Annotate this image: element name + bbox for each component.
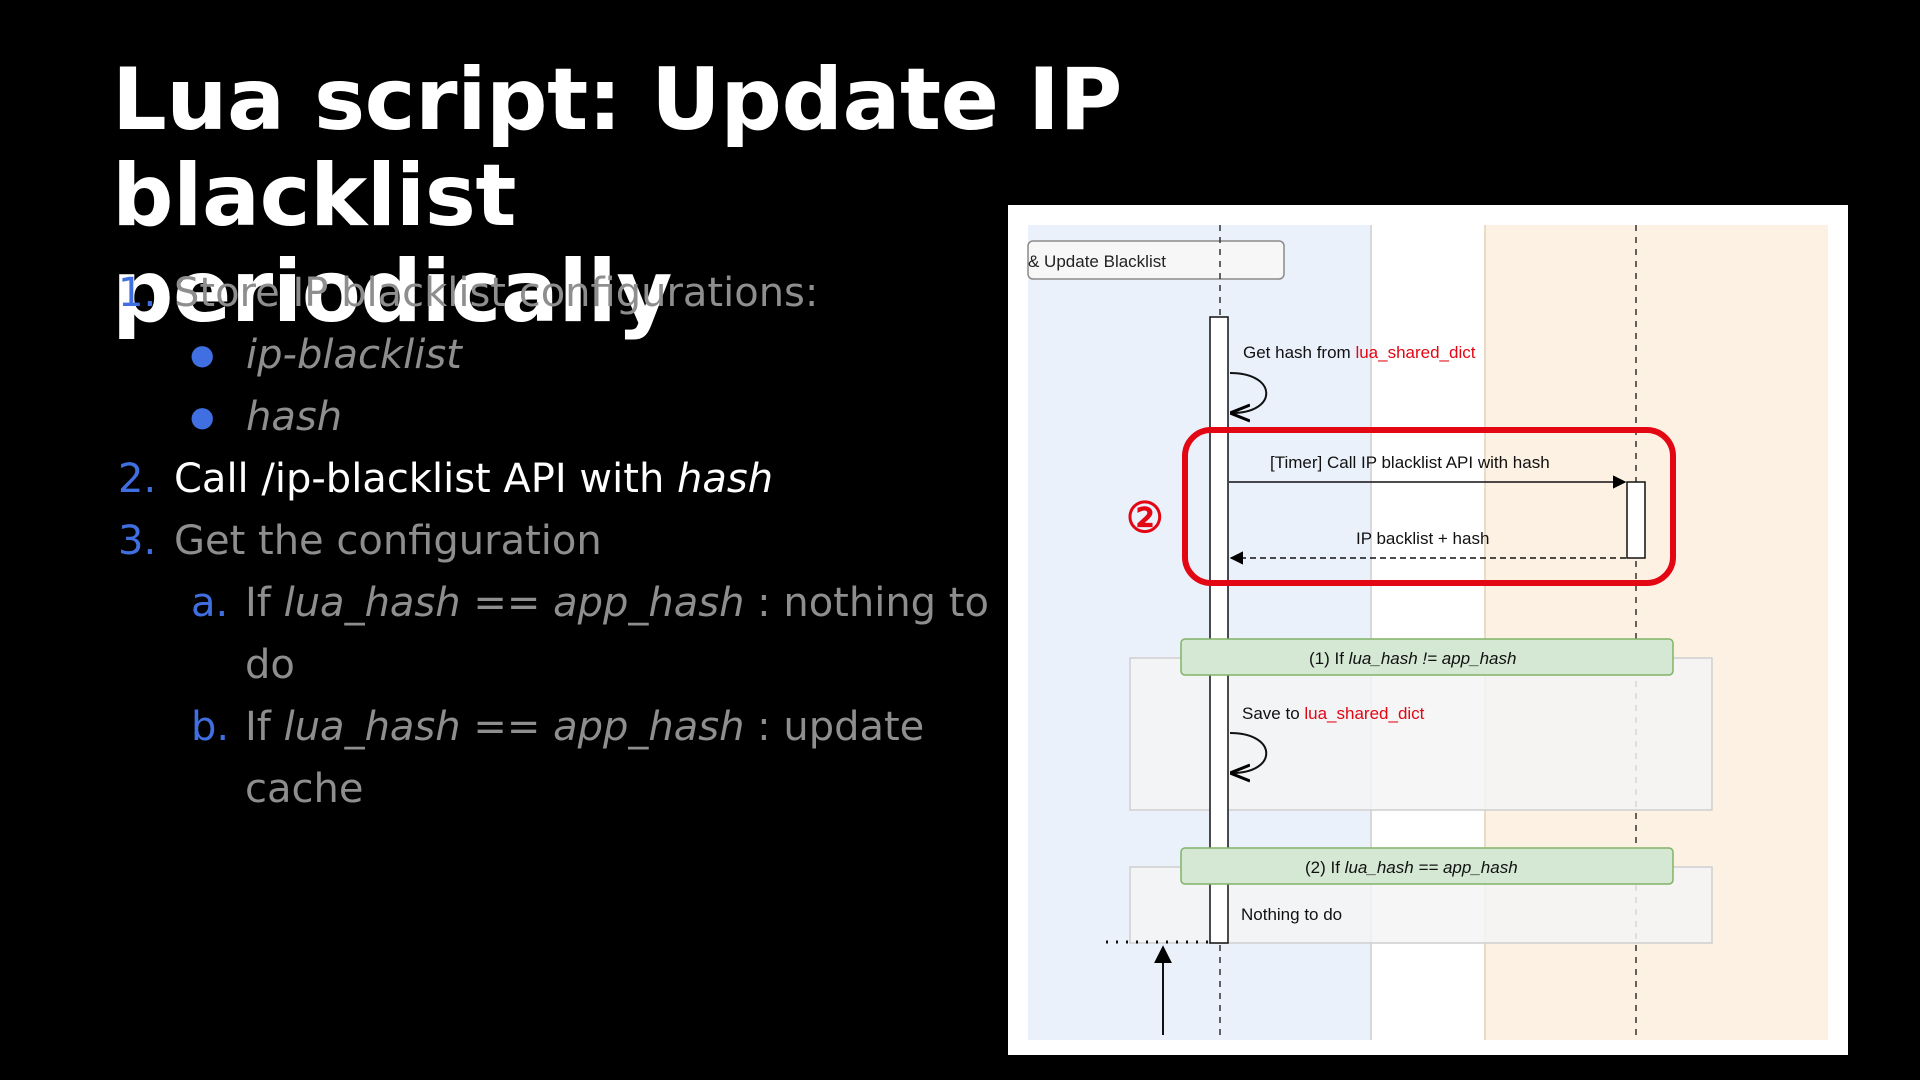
step-1-text: Store IP blacklist configurations: bbox=[174, 270, 819, 316]
sequence-diagram: & Update Blacklist Get hash from lua_sha… bbox=[1008, 205, 1848, 1055]
step-3: 3. Get the configuration bbox=[118, 510, 1018, 572]
self-call-arrow-1 bbox=[1230, 372, 1268, 413]
step-2-emphasis: hash bbox=[677, 456, 774, 502]
message-save: Save to lua_shared_dict bbox=[1242, 704, 1425, 723]
bullet-text: hash bbox=[246, 394, 343, 440]
step-3b: b. If lua_hash == app_hash : update bbox=[118, 696, 1018, 758]
step-3a-action: : nothing to bbox=[744, 580, 989, 626]
step-1-bullet-1: ● ip-blacklist bbox=[118, 324, 1018, 386]
step-3a-continuation: do bbox=[245, 642, 295, 688]
step-3b-condition: lua_hash == app_hash bbox=[283, 704, 745, 750]
step-3a: a. If lua_hash == app_hash : nothing to bbox=[118, 572, 1018, 634]
highlight-box bbox=[1182, 427, 1676, 586]
step-2: 2. Call /ip-blacklist API with hash bbox=[118, 448, 1018, 510]
step-2-number: 2. bbox=[118, 456, 157, 502]
lane-divider-1 bbox=[1370, 225, 1372, 1040]
bullet-text: ip-blacklist bbox=[246, 332, 462, 378]
condition-text-1: (1) If lua_hash != app_hash bbox=[1309, 649, 1516, 668]
step-1: 1. Store IP blacklist configurations: bbox=[118, 262, 1018, 324]
step-3b-letter: b. bbox=[191, 704, 230, 750]
condition-label-1 bbox=[1180, 638, 1674, 676]
participant-box-label: & Update Blacklist bbox=[1028, 252, 1166, 271]
step-3-text: Get the configuration bbox=[174, 518, 602, 564]
step-2-text: Call /ip-blacklist API with bbox=[174, 456, 678, 502]
condition-label-2 bbox=[1180, 847, 1674, 885]
activation-bar-left bbox=[1209, 316, 1229, 944]
message-call-api: [Timer] Call IP blacklist API with hash bbox=[1270, 453, 1550, 472]
step-3b-continuation: cache bbox=[245, 766, 364, 812]
sequence-diagram-svg: & Update Blacklist Get hash from lua_sha… bbox=[1027, 225, 1828, 1040]
steps-list: 1. Store IP blacklist configurations: ● … bbox=[118, 262, 1018, 820]
step-3a-prefix: If bbox=[245, 580, 284, 626]
bullet-dot-icon: ● bbox=[190, 338, 215, 371]
slide-title-line-2: periodically bbox=[112, 242, 672, 342]
step-3-number: 3. bbox=[118, 518, 157, 564]
bullet-dot-icon: ● bbox=[190, 400, 215, 433]
step-1-bullet-2: ● hash bbox=[118, 386, 1018, 448]
message-nothing: Nothing to do bbox=[1241, 905, 1342, 924]
step-3b-prefix: If bbox=[245, 704, 284, 750]
step-3a-letter: a. bbox=[191, 580, 229, 626]
step-3b-action: : update bbox=[744, 704, 925, 750]
slide-title: Lua script: Update IP blacklist periodic… bbox=[112, 52, 1512, 340]
slide-title-line-1: Lua script: Update IP blacklist bbox=[112, 50, 1122, 246]
condition-text-2: (2) If lua_hash == app_hash bbox=[1305, 858, 1518, 877]
step-3a-condition: lua_hash == app_hash bbox=[283, 580, 745, 626]
activation-bar-right bbox=[1626, 481, 1646, 559]
message-get-hash: Get hash from lua_shared_dict bbox=[1243, 343, 1476, 362]
message-response: IP backlist + hash bbox=[1356, 529, 1489, 548]
step-1-number: 1. bbox=[118, 270, 157, 316]
self-call-arrow-2 bbox=[1230, 732, 1268, 773]
step-2-marker: ② bbox=[1126, 494, 1164, 541]
lane-divider-2 bbox=[1484, 225, 1486, 1040]
